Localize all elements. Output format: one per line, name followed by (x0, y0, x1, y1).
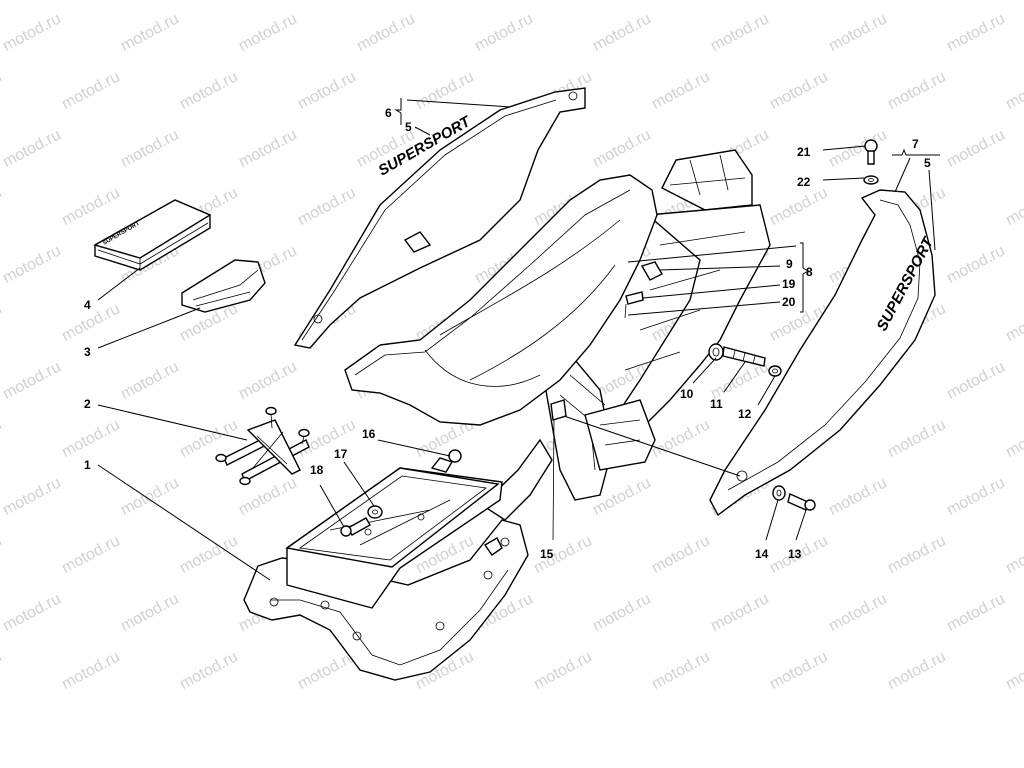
leader-22 (822, 177, 865, 181)
callout-22: 22 (797, 175, 811, 189)
leader-4 (97, 267, 141, 301)
leader-20 (627, 301, 781, 316)
bracket-6 (394, 98, 402, 125)
callout-4: 4 (84, 298, 91, 312)
leader-5-right (928, 169, 936, 251)
callout-8: 8 (806, 265, 813, 279)
leader-21 (822, 145, 867, 151)
owner-manual: SUPERSPORT (93, 199, 212, 271)
bracket-8 (800, 242, 809, 313)
callout-13: 13 (788, 547, 802, 561)
callout-6: 6 (385, 106, 392, 120)
leader-clip-cover (563, 415, 741, 477)
callout-15: 15 (540, 547, 554, 561)
tail-light-housing (661, 149, 753, 211)
callout-labels: 1 2 3 4 5 6 7 5 8 9 10 11 12 13 14 15 16… (84, 106, 931, 561)
leader-5-left (414, 126, 431, 136)
callout-20: 20 (782, 295, 796, 309)
callout-16: 16 (362, 427, 376, 441)
callout-2: 2 (84, 397, 91, 411)
callout-19: 19 (782, 277, 796, 291)
callout-10: 10 (680, 387, 694, 401)
leader-19 (642, 284, 781, 299)
leader-6 (406, 99, 511, 108)
leader-13 (795, 509, 807, 541)
callout-12: 12 (738, 407, 752, 421)
leader-lines (97, 98, 940, 581)
bracket-7 (892, 148, 940, 156)
undertray (243, 457, 529, 681)
seat (344, 174, 663, 426)
callout-17: 17 (334, 447, 348, 461)
callout-18: 18 (310, 463, 324, 477)
callout-5-left: 5 (405, 120, 412, 134)
leader-14 (765, 499, 779, 541)
leader-16 (377, 439, 451, 457)
leader-10 (692, 357, 717, 384)
leader-3 (97, 307, 201, 349)
callout-11: 11 (710, 397, 723, 411)
seat-pad (181, 259, 266, 313)
leader-18 (319, 484, 345, 528)
callout-3: 3 (84, 345, 91, 359)
callout-21: 21 (797, 145, 811, 159)
leader-12 (757, 375, 776, 406)
leader-1 (97, 464, 271, 581)
leader-2 (97, 404, 248, 441)
callout-9: 9 (786, 257, 793, 271)
callout-5-right: 5 (924, 156, 931, 170)
callout-14: 14 (755, 547, 769, 561)
leader-8 (627, 245, 797, 263)
callout-7: 7 (912, 137, 919, 151)
leader-9 (659, 265, 781, 271)
leader-17 (343, 461, 375, 507)
callout-1: 1 (84, 458, 91, 472)
leader-7 (894, 157, 911, 193)
seat-bracket (215, 406, 310, 486)
leader-11 (723, 361, 746, 393)
